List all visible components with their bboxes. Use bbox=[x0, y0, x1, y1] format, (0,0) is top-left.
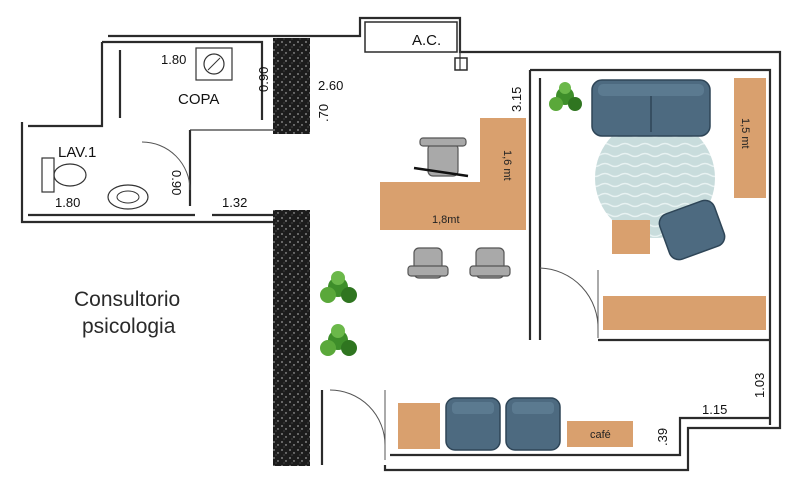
dim-copa-depth: 0.90 bbox=[256, 67, 271, 92]
plant-icon bbox=[320, 271, 357, 303]
granite-pillar-bottom bbox=[273, 210, 310, 466]
waiting-side-table bbox=[398, 403, 440, 449]
dim-lav-bottom: 1.32 bbox=[222, 195, 247, 210]
dim-bottom-step: .39 bbox=[655, 428, 670, 446]
armchair-icon bbox=[658, 199, 726, 261]
l-shaped-desk bbox=[380, 118, 526, 230]
armchair-icon bbox=[505, 397, 561, 451]
plant-icon bbox=[320, 324, 357, 356]
office-chair-icon bbox=[407, 247, 449, 279]
dim-pillar-gap: .70 bbox=[316, 104, 331, 122]
sink-icon bbox=[195, 47, 233, 81]
cafe-counter bbox=[567, 421, 633, 447]
side-table bbox=[612, 220, 650, 254]
walls bbox=[20, 16, 782, 472]
washbasin-icon bbox=[107, 184, 149, 210]
room-label-copa: COPA bbox=[178, 91, 219, 108]
granite-pillar-top bbox=[273, 38, 310, 134]
sideboard-label: 1,5 mt bbox=[739, 118, 751, 149]
sofa-icon bbox=[591, 79, 711, 137]
sideboard bbox=[734, 78, 766, 198]
lav-door-swing bbox=[141, 141, 191, 191]
entry-door-swing bbox=[329, 389, 386, 446]
armchair-icon bbox=[445, 397, 501, 451]
plan-title-line1: Consultorio bbox=[74, 288, 180, 311]
desk-return-label: 1,6 mt bbox=[501, 150, 513, 181]
plan-title-line2: psicologia bbox=[82, 315, 176, 338]
cafe-label: café bbox=[590, 429, 611, 441]
office-chair-icon bbox=[469, 247, 511, 279]
dim-lav-door: 0.90 bbox=[169, 170, 184, 195]
room-label-ac: A.C. bbox=[412, 32, 441, 49]
dim-copa-width: 1.80 bbox=[161, 52, 186, 67]
bench-cabinet bbox=[603, 296, 766, 330]
dim-right-step: 1.15 bbox=[702, 402, 727, 417]
dim-lav-width: 1.80 bbox=[55, 195, 80, 210]
room-label-lav: LAV.1 bbox=[58, 144, 96, 161]
toilet-icon bbox=[41, 157, 87, 193]
plant-icon bbox=[549, 82, 582, 111]
office-door-swing bbox=[539, 267, 599, 331]
desk-width-label: 1,8mt bbox=[432, 214, 460, 226]
dim-entry-width: 2.60 bbox=[318, 78, 343, 93]
dim-right-height: 3.15 bbox=[509, 87, 524, 112]
dim-right-lower: 1.03 bbox=[752, 373, 767, 398]
office-chair-icon bbox=[413, 137, 469, 178]
